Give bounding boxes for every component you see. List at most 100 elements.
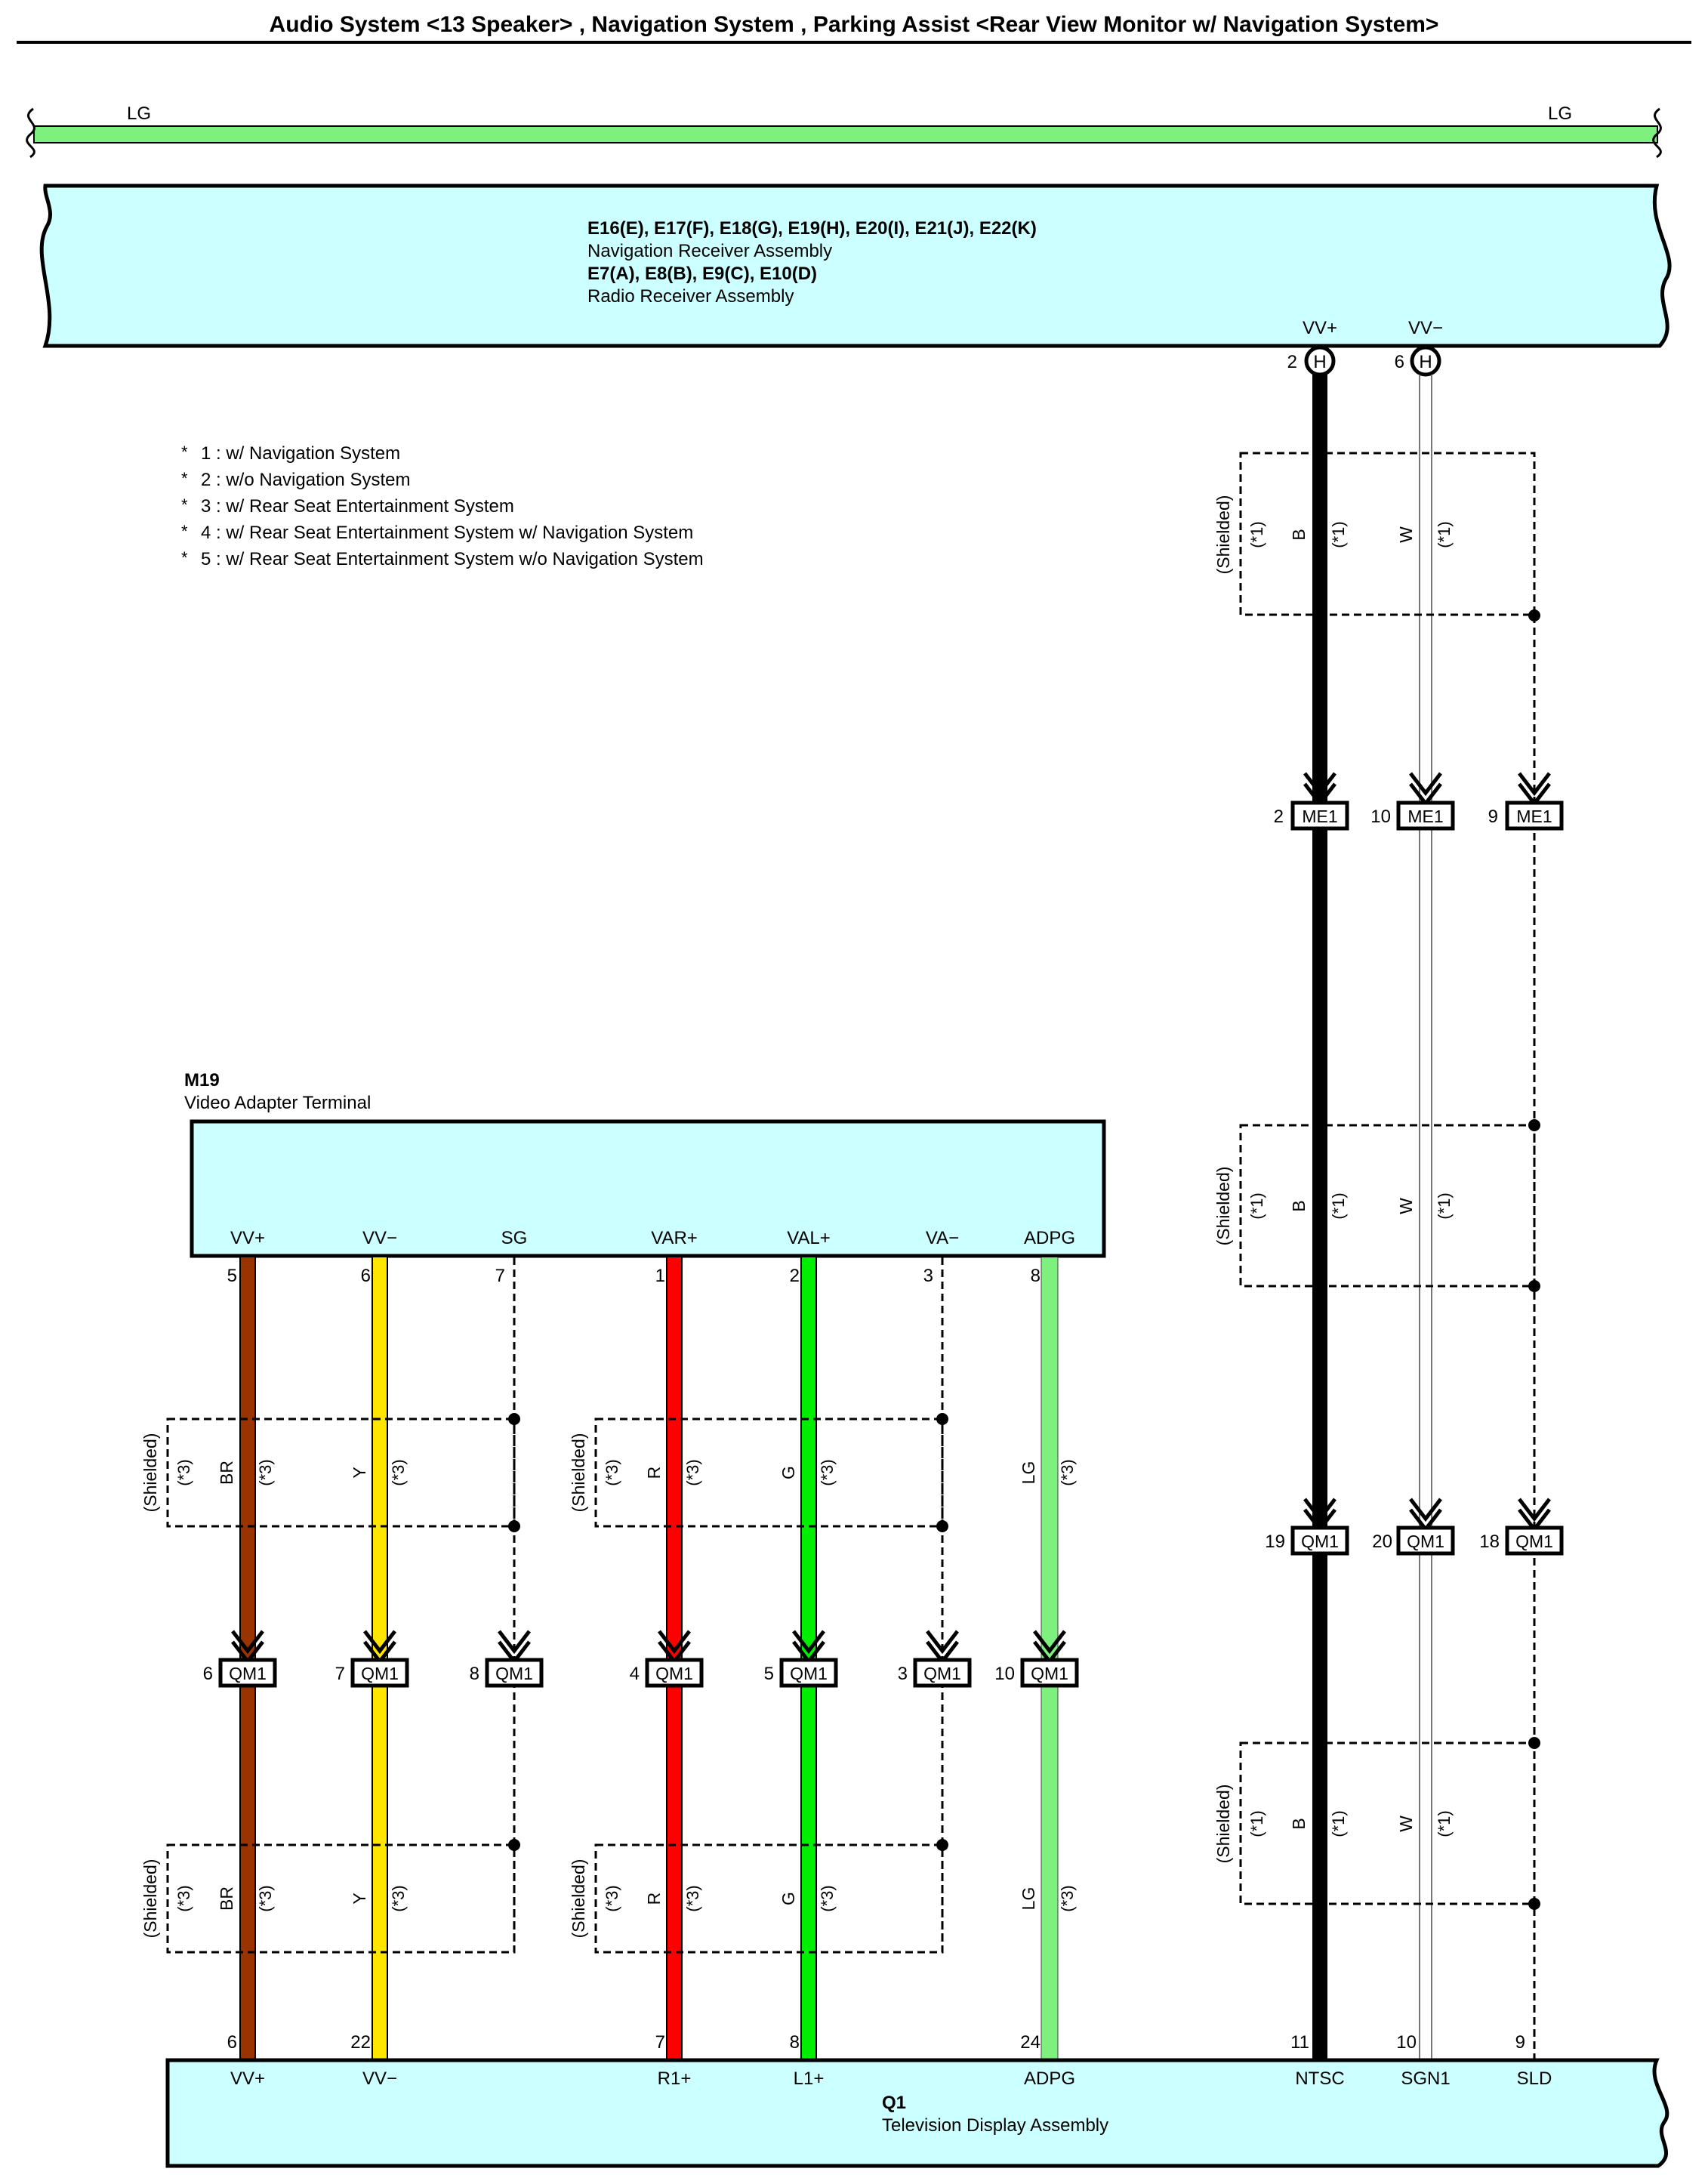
q1-pin-number: 9 xyxy=(1515,2032,1525,2053)
wire-color-label: LG xyxy=(1019,1461,1038,1485)
q1-pin-label-vvminus: VV− xyxy=(362,2068,397,2089)
radio-receiver-name: Radio Receiver Assembly xyxy=(587,286,794,307)
m19-pin-label-vaminus: VA− xyxy=(926,1228,959,1248)
shield-box xyxy=(594,1417,944,1528)
qm1-connector-4: QM1 4 xyxy=(630,1630,704,1688)
m19-pin-label-varplus: VAR+ xyxy=(651,1228,698,1248)
shield-box xyxy=(166,1843,516,1954)
q1-pin-number: 8 xyxy=(790,2032,800,2053)
nav-receiver-assembly: E16(E), E17(F), E18(G), E19(H), E20(I), … xyxy=(39,184,1672,348)
shield-note: (*3) xyxy=(603,1885,621,1911)
me1-connector-label: ME1 xyxy=(1407,807,1443,826)
me1-pin-number: 9 xyxy=(1488,807,1498,827)
q1-pin-label-sgn1: SGN1 xyxy=(1401,2068,1450,2089)
qm1-connector-label: QM1 xyxy=(229,1664,267,1683)
m19-name: Video Adapter Terminal xyxy=(184,1093,371,1113)
shield-label: (Shielded) xyxy=(140,1859,160,1939)
shield-box xyxy=(1239,1741,1536,1905)
qm1-pin-number: 8 xyxy=(470,1664,479,1684)
me1-connectors: ME1 2 ME1 10 ME1 9 xyxy=(1274,772,1564,831)
m19-pin-label-adpg: ADPG xyxy=(1024,1228,1075,1248)
shield-box xyxy=(166,1417,516,1528)
me1-connector-9: ME1 9 xyxy=(1488,772,1564,831)
m19-pin-number: 6 xyxy=(361,1266,371,1286)
radio-receiver-connectors: E7(A), E8(B), E9(C), E10(D) xyxy=(587,264,817,284)
shield-junction xyxy=(936,1520,948,1532)
qm1-connector-3: QM1 3 xyxy=(898,1630,972,1688)
m19-pin-number: 1 xyxy=(655,1266,665,1286)
qm1-connector-7: QM1 7 xyxy=(335,1630,409,1688)
shield-note: (*1) xyxy=(1329,1192,1348,1219)
shield-note: (*3) xyxy=(389,1459,408,1485)
note-symbol: * xyxy=(181,469,188,488)
shield-junction xyxy=(508,1520,520,1532)
m19-pin-number: 8 xyxy=(1031,1266,1041,1286)
q1-pin-number: 7 xyxy=(655,2032,665,2053)
shield-note: (*1) xyxy=(1247,1810,1266,1837)
note-4: 4 : w/ Rear Seat Entertainment System w/… xyxy=(201,523,693,543)
shield-junction xyxy=(1528,609,1540,622)
q1-name: Television Display Assembly xyxy=(882,2115,1108,2136)
shield-note: (*1) xyxy=(1247,521,1266,548)
shield-note: (*3) xyxy=(818,1459,837,1485)
m19-pin-label-valplus: VAL+ xyxy=(787,1228,831,1248)
q1-television-display-assembly: 6 22 7 8 24 11 10 9 VV+ VV− R1+ L1+ ADPG… xyxy=(165,2032,1669,2168)
q1-pin-label-adpg: ADPG xyxy=(1024,2068,1075,2089)
shield-junction xyxy=(508,1413,520,1425)
m19-pin-label-vvminus: VV− xyxy=(362,1228,397,1248)
shield-note: (*1) xyxy=(1435,521,1454,548)
qm1-connector-label: QM1 xyxy=(923,1664,961,1683)
shield-label: (Shielded) xyxy=(1213,1785,1233,1864)
qm1-pin-number: 18 xyxy=(1479,1532,1500,1552)
wire-color-label: W xyxy=(1396,1198,1416,1214)
m19-pin-label-sg: SG xyxy=(501,1228,528,1248)
nav-connector-h-letter: H xyxy=(1313,352,1326,372)
nav-receiver-name: Navigation Receiver Assembly xyxy=(587,241,832,261)
m19-pin-number: 3 xyxy=(923,1266,933,1286)
shield-box xyxy=(594,1843,944,1954)
wire-color-label: B xyxy=(1289,1200,1309,1211)
m19-id: M19 xyxy=(184,1070,220,1090)
diagram-title: Audio System <13 Speaker> , Navigation S… xyxy=(270,12,1439,37)
m19-pin-number: 7 xyxy=(495,1266,505,1286)
wire-w-sgn1 xyxy=(1419,375,1432,2060)
q1-pin-label-r1plus: R1+ xyxy=(658,2068,692,2089)
nav-receiver-connectors: E16(E), E17(F), E18(G), E19(H), E20(I), … xyxy=(587,218,1037,239)
qm1-connector-10: QM1 10 xyxy=(994,1630,1079,1688)
qm1-connector-label: QM1 xyxy=(1407,1532,1444,1551)
left-qm1-connectors: QM1 6 QM1 7 QM1 8 QM1 4 QM1 xyxy=(203,1630,1079,1688)
wire-color-label: W xyxy=(1396,526,1416,543)
note-symbol: * xyxy=(181,522,188,541)
nav-pin-number: 6 xyxy=(1395,352,1404,372)
note-5: 5 : w/ Rear Seat Entertainment System w/… xyxy=(201,549,704,569)
shield-note: (*3) xyxy=(603,1459,621,1485)
note-symbol: * xyxy=(181,443,188,461)
qm1-pin-number: 5 xyxy=(764,1664,774,1684)
m19-pin-label-vvplus: VV+ xyxy=(230,1228,265,1248)
note-symbol: * xyxy=(181,495,188,514)
nav-connector-h-letter: H xyxy=(1419,352,1432,372)
note-3: 3 : w/ Rear Seat Entertainment System xyxy=(201,496,514,517)
right-wires: VV+ VV− H 2 H 6 (Shielded) (*1) B (*1) W… xyxy=(1213,318,1540,2060)
shield-box xyxy=(1239,1124,1536,1288)
nav-pin-number: 2 xyxy=(1287,352,1297,372)
shield-note: (*3) xyxy=(683,1885,702,1911)
qm1-pin-number: 7 xyxy=(335,1664,345,1684)
wire-color-label: BR xyxy=(217,1886,236,1911)
wire-color-label: G xyxy=(778,1466,798,1479)
top-bus-label-left: LG xyxy=(127,103,151,124)
q1-pin-number: 22 xyxy=(350,2032,371,2053)
wire-color-label: W xyxy=(1396,1815,1416,1832)
shield-note: (*3) xyxy=(1058,1459,1077,1485)
note-2: 2 : w/o Navigation System xyxy=(201,470,410,490)
q1-pin-label-sld: SLD xyxy=(1517,2068,1552,2089)
notes-legend: * 1 : w/ Navigation System * 2 : w/o Nav… xyxy=(181,443,704,569)
q1-pin-label-ntsc: NTSC xyxy=(1295,2068,1344,2089)
qm1-connector-5: QM1 5 xyxy=(764,1630,838,1688)
q1-pin-number: 10 xyxy=(1396,2032,1417,2053)
qm1-pin-number: 6 xyxy=(203,1664,213,1684)
note-1: 1 : w/ Navigation System xyxy=(201,443,400,464)
shield-label: (Shielded) xyxy=(569,1433,588,1513)
nav-pin-label-vvminus: VV− xyxy=(1408,318,1443,338)
